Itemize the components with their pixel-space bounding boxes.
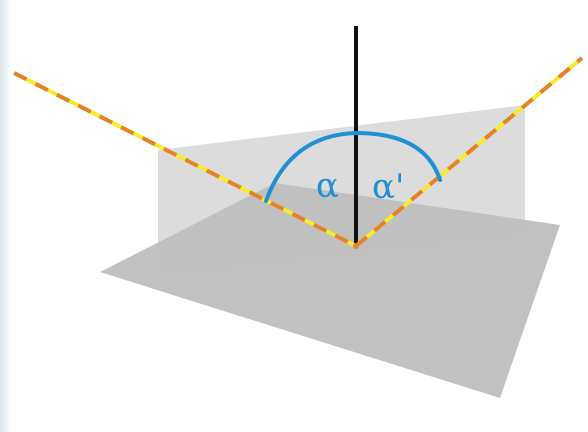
angle-arc — [264, 130, 442, 203]
incident-ray — [13, 71, 357, 248]
angle-incident-label: α — [316, 166, 339, 206]
reflected-ray — [354, 56, 584, 248]
plane-of-incidence — [158, 105, 525, 274]
left-edge-shadow — [0, 0, 12, 432]
reflection-point — [353, 243, 359, 249]
angle-reflected-label: α' — [372, 167, 404, 207]
